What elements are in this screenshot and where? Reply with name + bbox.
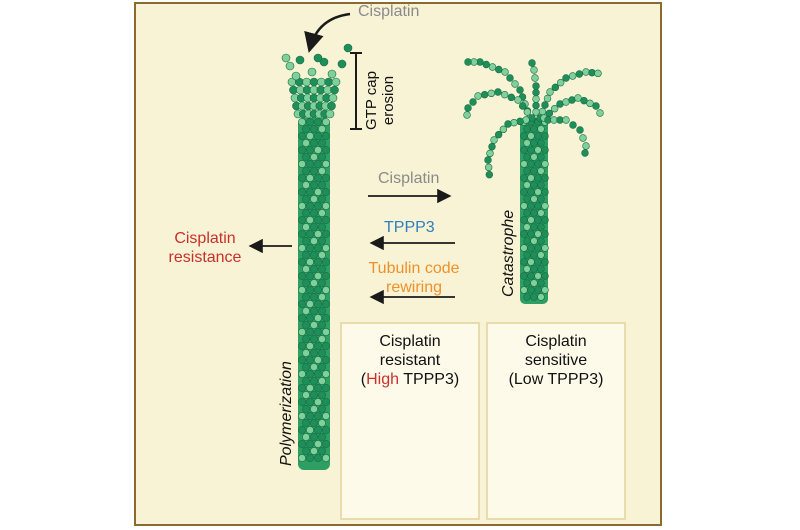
tppp3-label: TPPP3 <box>384 219 435 236</box>
cisplatin-curved-arrow <box>304 12 351 53</box>
gtp-cap-erosion-label: GTP cap erosion <box>363 71 397 130</box>
sensitive-line3: (Low TPPP3) <box>508 371 604 388</box>
cisplatin-resistance-label: Cisplatin resistance <box>160 229 250 267</box>
gtp-cap-bracket <box>350 52 362 130</box>
resistant-line3: (High TPPP3) <box>342 370 478 389</box>
sensitive-panel-text: Cisplatin sensitive (Low TPPP3) <box>488 332 624 389</box>
tubulin-code-label: Tubulin code rewiring <box>362 259 466 297</box>
polymerizing-microtubule <box>287 77 341 470</box>
sensitive-line2: sensitive <box>524 352 588 369</box>
paren-open: ( <box>360 371 367 388</box>
high-highlight: High <box>366 371 400 388</box>
catastrophe-microtubule <box>463 58 604 304</box>
resistant-panel: Cisplatin resistant (High TPPP3) <box>340 322 480 520</box>
polymerization-label: Polymerization <box>278 361 295 466</box>
catastrophe-label: Catastrophe <box>500 209 517 297</box>
resistance-line2: resistance <box>168 249 242 266</box>
tppp3-suffix: TPPP3) <box>399 371 460 388</box>
sensitive-line1: Cisplatin <box>525 333 587 350</box>
resistant-panel-text: Cisplatin resistant (High TPPP3) <box>342 332 478 389</box>
resistant-line1: Cisplatin <box>379 333 441 350</box>
tubulin-line1: Tubulin code <box>368 260 460 277</box>
sensitive-panel: Cisplatin sensitive (Low TPPP3) <box>486 322 626 520</box>
gtp-cap-line1: GTP cap <box>363 71 380 130</box>
cisplatin-top-label: Cisplatin <box>358 3 420 20</box>
free-tubulin-dimers <box>281 43 353 81</box>
cisplatin-arrow-label: Cisplatin <box>378 170 440 187</box>
tubulin-line2: rewiring <box>385 279 442 296</box>
resistant-line2: resistant <box>379 352 441 369</box>
gtp-cap-line2: erosion <box>380 75 397 126</box>
resistance-line1: Cisplatin <box>174 230 236 247</box>
